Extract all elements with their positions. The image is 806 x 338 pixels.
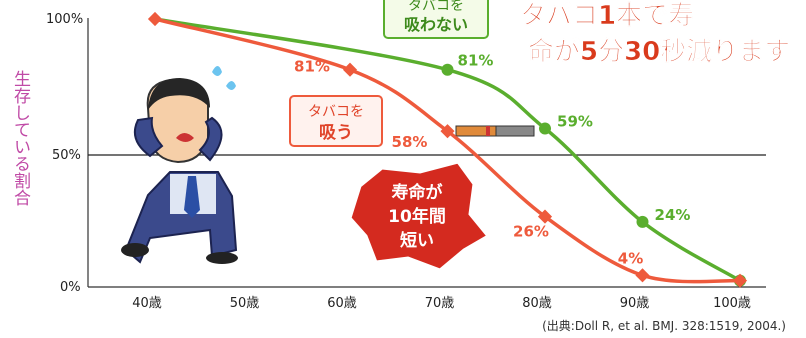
series-0-label-2: 59%	[557, 112, 593, 130]
series-1-point-0	[147, 11, 163, 27]
x-tick-50: 50歳	[230, 296, 260, 311]
source-citation: (出典:Doll R, et al. BMJ. 328:1519, 2004.)	[542, 319, 786, 333]
series-0-point-1	[441, 63, 454, 76]
x-tick-60: 60歳	[327, 296, 357, 311]
series-0-point-3	[636, 215, 649, 228]
series-1-label-4: 4%	[618, 249, 643, 267]
legend-smoker-line1: タバコを	[308, 104, 364, 120]
legend-non-smoker: タバコを 吸わない	[383, 0, 489, 39]
legend-smoker-line2: 吸う	[319, 123, 353, 143]
cigarette-illustration	[455, 125, 535, 137]
worried-man-illustration	[121, 66, 238, 264]
x-tick-70: 70歳	[425, 296, 455, 311]
series-layer: 81% 59% 24% 81% 58% 26% 4%	[147, 11, 748, 288]
x-tick-80: 80歳	[522, 296, 552, 311]
series-1-point-2	[440, 124, 455, 139]
series-1-label-1: 81%	[294, 58, 330, 76]
x-tick-layer: 40歳 50歳 60歳 70歳 80歳 90歳 100歳	[132, 296, 751, 311]
series-line-0	[154, 17, 741, 283]
legend-non-smoker-line1: タバコを	[408, 0, 464, 14]
series-1-point-1	[342, 62, 358, 77]
badge-line1: 寿命が	[392, 182, 443, 203]
title-banner: タバコ1本で寿 命が5分30秒減ります	[520, 1, 791, 68]
y-tick-100: 100%	[46, 12, 83, 27]
y-tick-0: 0%	[60, 280, 81, 295]
series-1-point-5	[732, 273, 748, 288]
y-tick-50: 50%	[52, 148, 81, 163]
badge-line2: 10年間	[388, 206, 446, 227]
series-0-point-2	[539, 122, 551, 135]
series-1-label-3: 26%	[513, 223, 549, 241]
badge-line3: 短い	[400, 230, 434, 251]
series-1-point-4	[635, 268, 650, 283]
series-0-label-1: 81%	[458, 52, 494, 70]
x-tick-100: 100歳	[713, 296, 751, 311]
series-1-point-3	[537, 209, 553, 224]
y-axis-label: 生存している割合	[10, 70, 31, 206]
life-shortened-badge: 寿命が 10年間 短い	[348, 160, 491, 272]
x-tick-90: 90歳	[620, 296, 650, 311]
chart-title-line2: 命が5分30秒減ります	[528, 36, 790, 67]
chart-title-line1: タバコ1本で寿	[520, 1, 694, 31]
legend-non-smoker-line2: 吸わない	[404, 15, 468, 34]
x-tick-40: 40歳	[132, 296, 162, 311]
series-1-label-2: 58%	[392, 133, 428, 151]
legend-smoker: タバコを 吸う	[289, 95, 383, 147]
series-0-label-3: 24%	[655, 206, 691, 224]
